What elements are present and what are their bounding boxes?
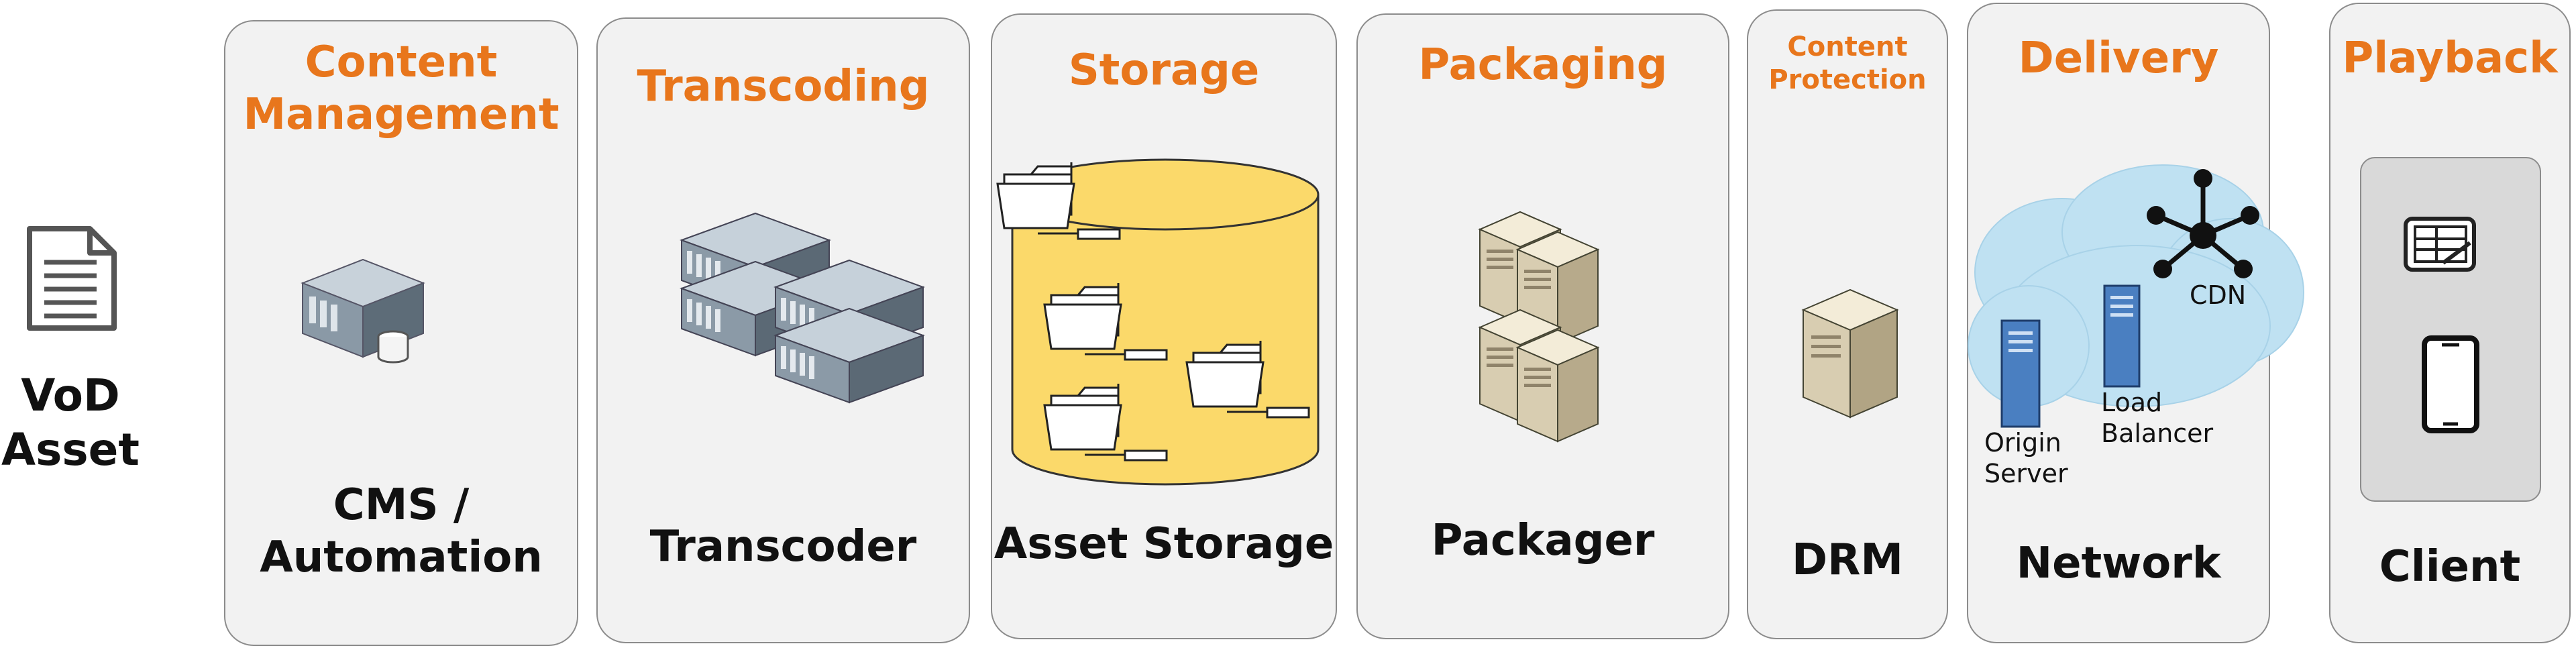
stage-delivery: Delivery CDN Load Balancer Origin Server: [1967, 3, 2304, 643]
stage-title: Storage: [1068, 46, 1260, 95]
stage-title: Transcoding: [637, 62, 930, 111]
tower-server-icon: [1801, 288, 1899, 419]
origin-server-icon: [2000, 319, 2041, 428]
component-label: Asset Storage: [994, 519, 1334, 569]
stage-storage: Storage Asset Storage: [991, 13, 1337, 639]
component-label: Client: [2379, 542, 2521, 592]
load-balancer-label: Load Balancer: [2101, 388, 2214, 448]
component-label: Transcoder: [649, 522, 917, 572]
database-with-folders-icon: [996, 158, 1320, 486]
stage-content-management: Content Management CMS / Automation: [224, 20, 578, 646]
smartphone-icon: [2422, 335, 2479, 433]
load-balancer-server-icon: [2103, 284, 2141, 388]
server-with-database-icon: [301, 258, 425, 364]
component-label: DRM: [1791, 535, 1904, 585]
cdn-label: CDN: [2190, 280, 2247, 310]
stage-packaging: Packaging Packager: [1356, 13, 1729, 639]
component-label: CMS / Automation: [260, 480, 543, 583]
cloud-network-icon: [1968, 164, 2304, 428]
component-label: Packager: [1431, 516, 1655, 565]
stage-title: Packaging: [1418, 40, 1668, 90]
vod-asset-label: VoD Asset: [1, 370, 140, 476]
document-icon: [27, 226, 117, 331]
stage-playback: Playback Client: [2329, 3, 2571, 643]
client-devices-box: [2360, 157, 2541, 502]
component-label: Network: [2016, 539, 2221, 588]
origin-server-label: Origin Server: [1984, 428, 2068, 488]
stage-transcoding: Transcoding Transcoder: [596, 17, 970, 643]
stage-title: Content Management: [243, 38, 559, 140]
tablet-icon: [2404, 217, 2476, 272]
server-rack-cluster-icon: [680, 212, 924, 403]
stage-title: Content Protection: [1768, 32, 1927, 95]
tower-servers-icon: [1478, 211, 1599, 442]
stage-content-protection: Content Protection DRM: [1747, 9, 1948, 639]
stage-title: Playback: [2342, 34, 2558, 83]
stage-title: Delivery: [2018, 34, 2219, 83]
